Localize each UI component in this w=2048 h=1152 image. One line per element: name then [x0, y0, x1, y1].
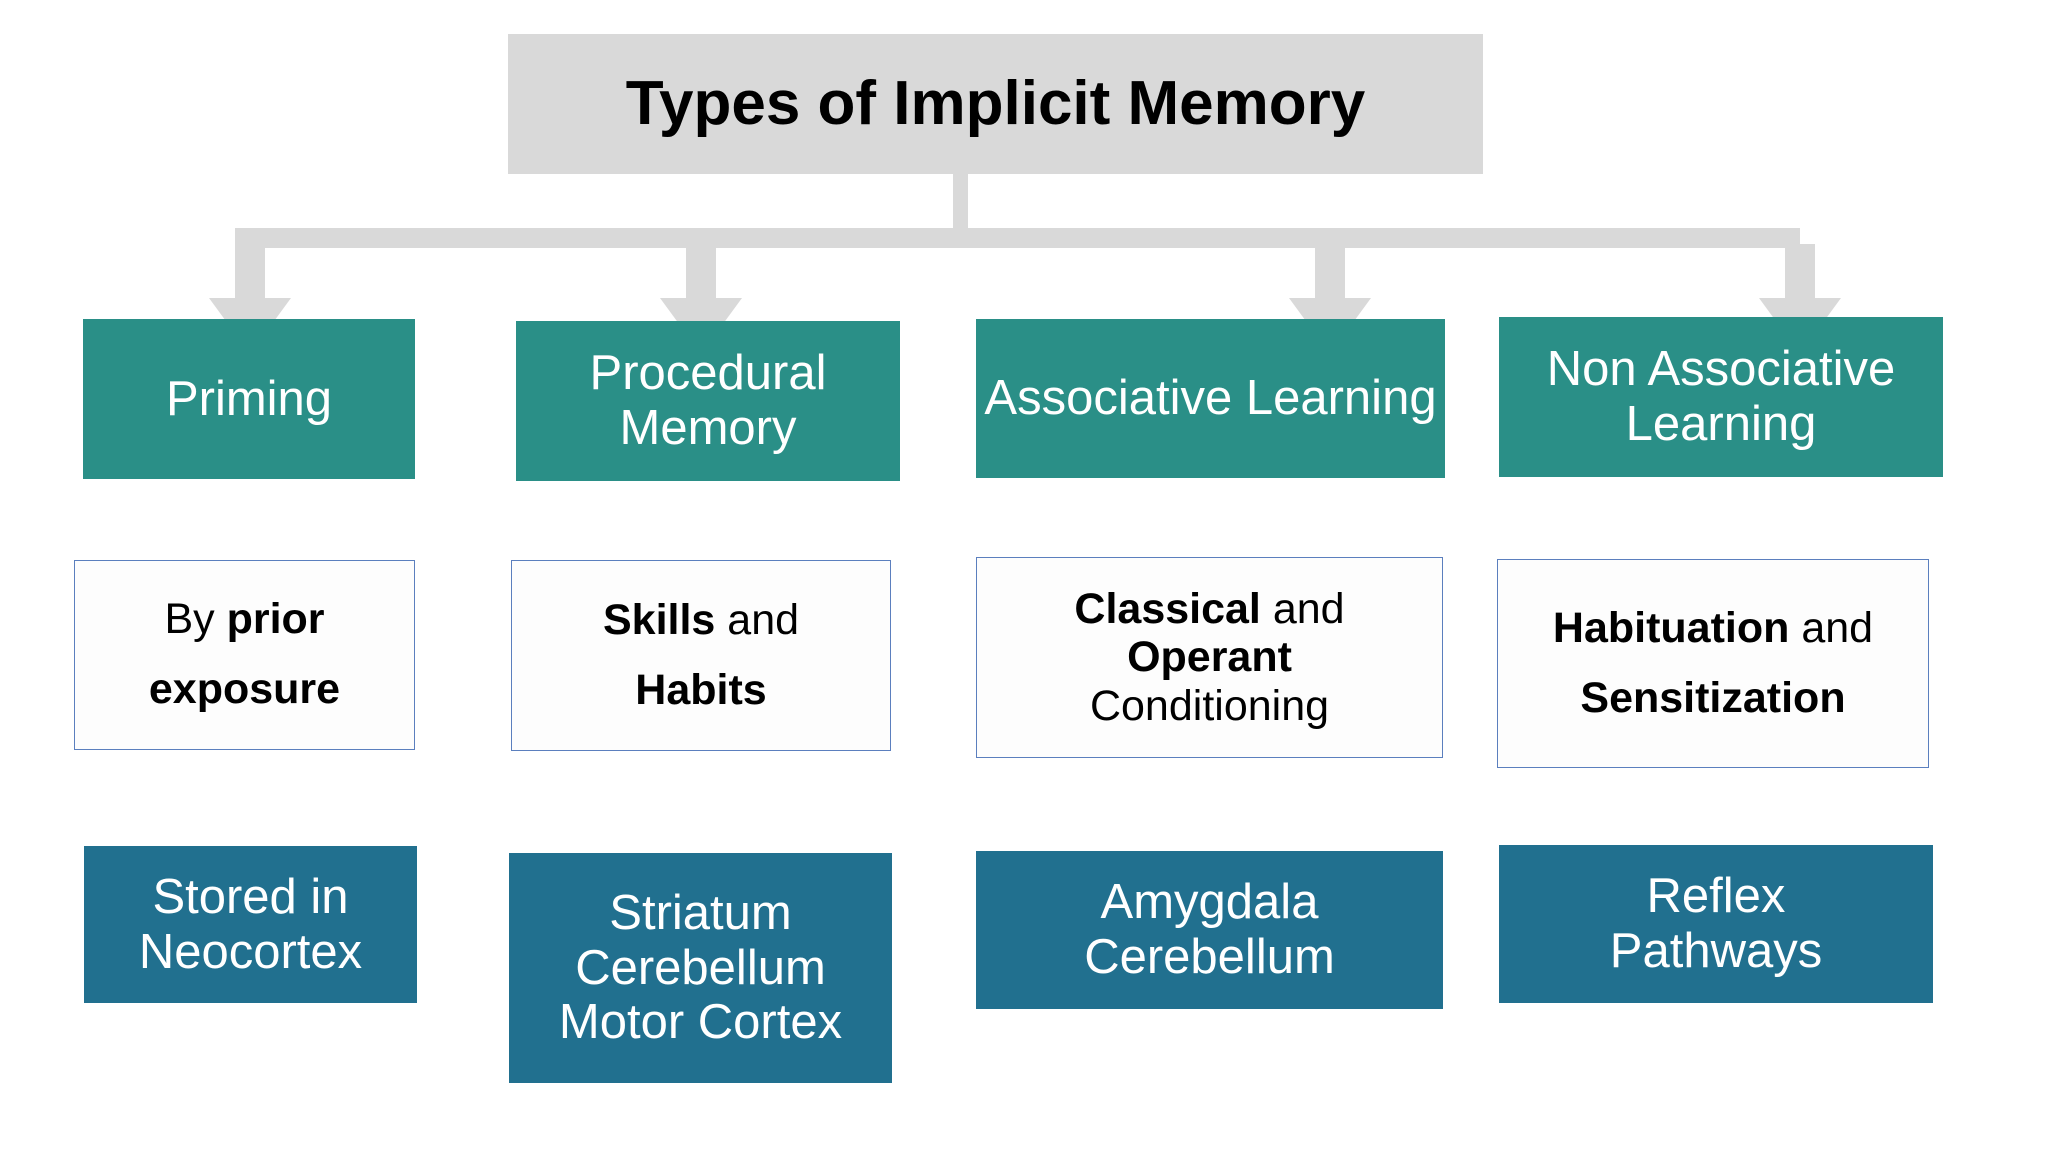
region-line: Cerebellum: [575, 940, 826, 995]
detail-text: and: [1260, 585, 1345, 634]
detail-text-strong: Sensitization: [1580, 673, 1846, 722]
region-line: Stored in: [152, 869, 349, 924]
detail-text-strong: Habituation: [1552, 603, 1790, 652]
category-label: Priming: [165, 371, 333, 426]
connector-stem: [953, 174, 968, 230]
diagram-title-box: Types of Implicit Memory: [508, 34, 1483, 174]
region-label: Amygdala Cerebellum: [976, 875, 1443, 985]
detail-text: By: [164, 595, 227, 644]
detail-label: Skills and Habits: [512, 586, 890, 725]
region-label: Striatum Cerebellum Motor Cortex: [509, 886, 892, 1051]
detail-text-strong: Classical: [1074, 585, 1261, 634]
region-box-procedural-memory[interactable]: Striatum Cerebellum Motor Cortex: [509, 853, 892, 1083]
detail-box-associative-learning[interactable]: Classical and Operant Conditioning: [976, 557, 1443, 758]
detail-text-strong: Skills: [602, 595, 716, 644]
detail-text-strong: Habits: [635, 665, 767, 714]
detail-label: Classical and Operant Conditioning: [977, 585, 1442, 729]
detail-line: By prior: [83, 585, 406, 655]
detail-line: exposure: [83, 655, 406, 725]
region-line: Cerebellum: [1084, 930, 1335, 984]
region-line: Reflex: [1646, 869, 1786, 924]
diagram-title: Types of Implicit Memory: [625, 69, 1366, 139]
detail-text-strong: exposure: [148, 665, 341, 713]
connector-horizontal-bar: [235, 228, 1800, 248]
detail-line: Classical and: [985, 585, 1434, 633]
region-box-priming[interactable]: Stored in Neocortex: [84, 846, 417, 1003]
category-box-procedural-memory[interactable]: Procedural Memory: [516, 321, 900, 481]
region-line: Neocortex: [138, 924, 363, 979]
detail-box-priming[interactable]: By prior exposure: [74, 560, 415, 750]
detail-label: By prior exposure: [75, 585, 414, 724]
region-box-associative-learning[interactable]: Amygdala Cerebellum: [976, 851, 1443, 1009]
detail-box-non-associative-learning[interactable]: Habituation and Sensitization: [1497, 559, 1929, 768]
region-line: Amygdala: [1100, 875, 1319, 930]
region-line: Motor Cortex: [558, 995, 843, 1050]
detail-text: and: [715, 595, 800, 644]
category-label: Procedural Memory: [589, 346, 827, 455]
detail-line: Conditioning: [985, 682, 1434, 730]
detail-line: Sensitization: [1506, 664, 1920, 734]
detail-text-strong: Operant: [1127, 633, 1292, 682]
detail-box-procedural-memory[interactable]: Skills and Habits: [511, 560, 891, 751]
region-label: Reflex Pathways: [1499, 869, 1933, 979]
detail-text: and: [1789, 603, 1874, 652]
category-label: Associative Learning: [984, 371, 1437, 426]
region-line: Striatum: [609, 885, 792, 940]
region-line: Pathways: [1609, 924, 1823, 978]
detail-line: Habituation and: [1506, 594, 1920, 664]
category-box-non-associative-learning[interactable]: Non Associative Learning: [1499, 317, 1943, 477]
category-box-priming[interactable]: Priming: [83, 319, 415, 479]
detail-text: Conditioning: [1089, 681, 1330, 730]
region-box-non-associative-learning[interactable]: Reflex Pathways: [1499, 845, 1933, 1003]
detail-text-strong: prior: [226, 595, 325, 644]
category-box-associative-learning[interactable]: Associative Learning: [976, 319, 1445, 478]
region-label: Stored in Neocortex: [84, 870, 417, 980]
detail-line: Habits: [520, 656, 882, 726]
detail-label: Habituation and Sensitization: [1498, 594, 1928, 733]
detail-line: Operant: [985, 633, 1434, 681]
category-label: Non Associative Learning: [1546, 342, 1896, 451]
detail-line: Skills and: [520, 586, 882, 656]
